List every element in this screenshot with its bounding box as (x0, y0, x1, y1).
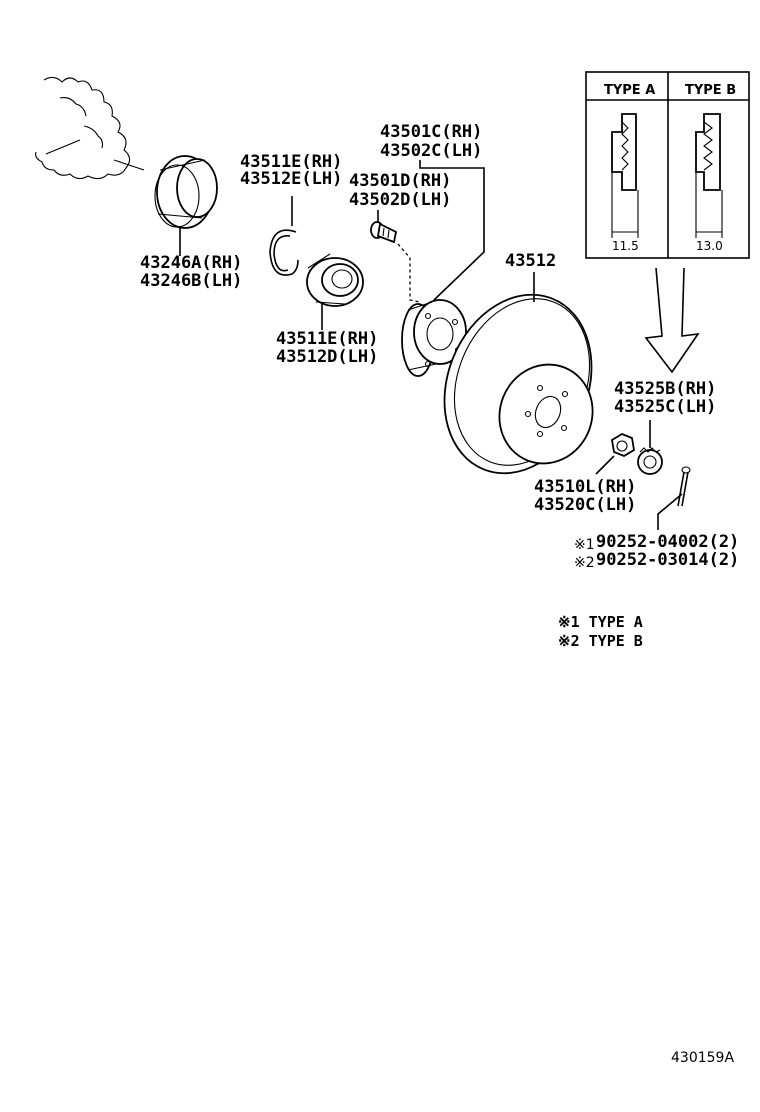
type-b-dimension: 13.0 (696, 239, 723, 253)
callout-oil-seal-rh: 43246A(RH) (140, 253, 242, 273)
hub-nut-part (595, 432, 635, 475)
callout-lock-cap-lh: 43525C(LH) (614, 397, 716, 417)
brake-disc-part (443, 272, 594, 475)
callout-hub-nut-lh: 43520C(LH) (534, 495, 636, 515)
inset-arrow (644, 267, 700, 374)
cotter-pin-part (657, 466, 691, 530)
note-type-b: ※2 TYPE B (558, 632, 643, 650)
note-type-a: ※1 TYPE A (558, 613, 643, 631)
hub-bolt-part (370, 210, 421, 303)
type-inset-box (585, 71, 750, 259)
callout-pin-1: 90252-04002(2) (596, 532, 739, 552)
callout-hub-nut-rh: 43510L(RH) (534, 477, 636, 497)
bearing-part (306, 253, 364, 330)
lock-cap-part (637, 420, 663, 475)
type-a-dimension: 11.5 (612, 239, 639, 253)
oil-seal-part (154, 155, 218, 256)
callout-bearing-rh: 43511E(RH) (276, 329, 378, 349)
diagram-code: 430159A (671, 1050, 734, 1066)
callout-hub-sub-lh: 43502D(LH) (349, 190, 451, 210)
callout-lock-cap-rh: 43525B(RH) (614, 379, 716, 399)
callout-pin-2: 90252-03014(2) (596, 550, 739, 570)
callout-pin-1-mark: ※1 (574, 537, 595, 553)
callout-snap-ring-rh: 43511E(RH) (240, 152, 342, 172)
drive-shaft-outline (35, 76, 145, 180)
callout-hub-rh: 43501C(RH) (380, 122, 482, 142)
axle-hub-part (401, 160, 485, 377)
type-a-label: TYPE A (604, 83, 655, 98)
type-b-label: TYPE B (685, 83, 736, 98)
callout-hub-sub-rh: 43501D(RH) (349, 171, 451, 191)
callout-disc: 43512 (505, 251, 556, 271)
callout-hub-lh: 43502C(LH) (380, 141, 482, 161)
callout-snap-ring-lh: 43512E(LH) (240, 169, 342, 189)
callout-pin-2-mark: ※2 (574, 555, 595, 571)
callout-bearing-lh: 43512D(LH) (276, 347, 378, 367)
callout-oil-seal-lh: 43246B(LH) (140, 271, 242, 291)
snap-ring-part (269, 196, 299, 276)
